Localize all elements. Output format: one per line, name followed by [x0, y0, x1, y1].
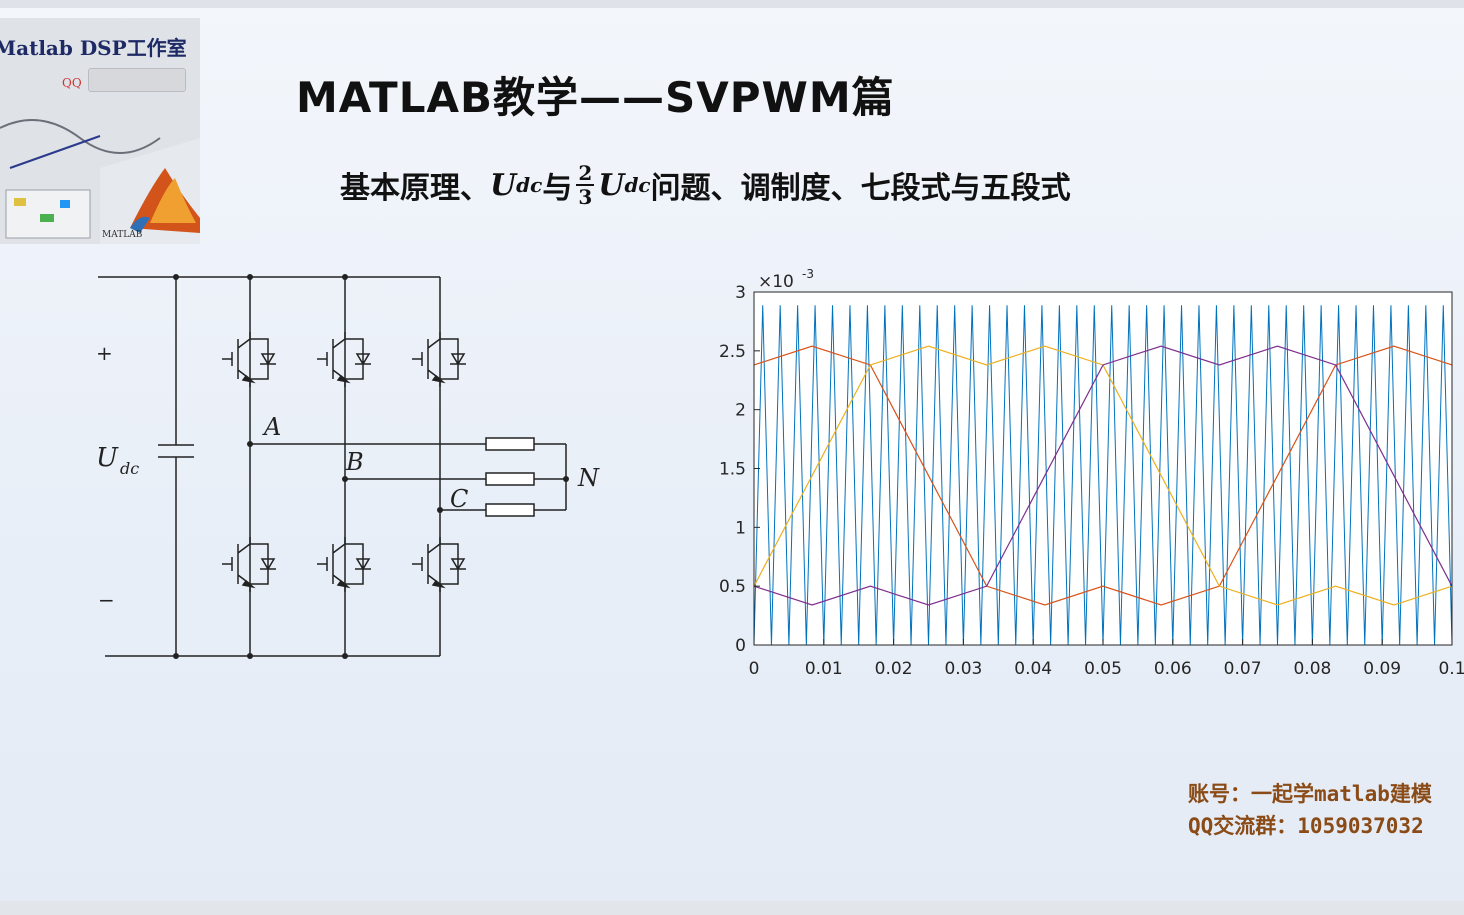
fraction-numerator: 2 [576, 161, 595, 186]
y-tick-label: 1.5 [719, 460, 746, 480]
qq-group-line: QQ交流群：1059037032 [1188, 814, 1424, 838]
x-tick-label: 0.02 [875, 659, 913, 679]
fraction-denominator: 3 [578, 185, 593, 209]
udc-sub: dc [120, 459, 139, 478]
x-tick-label: 0.01 [805, 659, 843, 679]
x-tick-label: 0.09 [1363, 659, 1401, 679]
logo: Matlab DSP工作室 QQ MATLAB [0, 18, 200, 244]
subtitle-sub2: dc [624, 173, 651, 197]
plus-sign: + [96, 341, 113, 365]
subtitle-u1: U [490, 167, 517, 203]
y-tick-label: 3 [735, 283, 746, 303]
y-tick-label: 0 [735, 636, 746, 656]
x-tick-label: 0.1 [1438, 659, 1464, 679]
x-tick-label: 0.03 [944, 659, 982, 679]
logo-qq-box [88, 68, 186, 92]
account-info: 账号：一起学matlab建模 QQ交流群：1059037032 [1188, 778, 1432, 842]
y-tick-label: 1 [735, 518, 746, 538]
x-tick-label: 0.08 [1293, 659, 1331, 679]
bottom-strip [0, 901, 1464, 915]
y-tick-label: 0.5 [719, 577, 746, 597]
logo-matlab-mark: MATLAB [102, 230, 143, 240]
node-b-label: B [345, 448, 364, 476]
top-strip [0, 0, 1464, 8]
x-tick-label: 0.05 [1084, 659, 1122, 679]
subtitle-part1: 基本原理、 [340, 171, 490, 206]
y-exponent-power: -3 [802, 267, 814, 281]
series-line-1 [753, 345, 1453, 606]
subtitle-part3: 问题、调制度、七段式与五段式 [650, 171, 1071, 206]
minus-sign: − [98, 588, 115, 612]
svpwm-chart: 0 0.01 0.02 0.03 0.04 0.05 0.06 0.07 0.08 0.09 0.1… [719, 267, 1464, 679]
x-tick-label: 0.04 [1014, 659, 1052, 679]
node-c-label: C [450, 485, 468, 513]
x-tick-label: 0.07 [1224, 659, 1262, 679]
udc-label: U [96, 443, 119, 473]
y-tick-label: 2 [735, 401, 746, 421]
logo-qq-label: QQ [62, 76, 82, 90]
inverter-circuit: + − U dc A B C N [96, 274, 600, 659]
y-tick-label: 2.5 [719, 342, 746, 362]
plot-area [754, 292, 1452, 645]
node-n-label: N [577, 464, 600, 492]
subtitle-sub1: dc [516, 173, 543, 197]
logo-text: Matlab DSP工作室 [0, 36, 187, 60]
node-a-label: A [262, 413, 281, 441]
subtitle-u2: U [598, 167, 625, 203]
tick-layer: 0 0.01 0.02 0.03 0.04 0.05 0.06 0.07 0.08 0.09 0.1… [719, 283, 1464, 679]
x-tick-label: 0.06 [1154, 659, 1192, 679]
logo-graphic [0, 119, 200, 244]
account-line: 账号：一起学matlab建模 [1188, 782, 1432, 806]
subtitle-part2: 与 [542, 171, 573, 206]
page-title: MATLAB教学——SVPWM篇 [296, 73, 895, 122]
subtitle-fraction: 2 3 [576, 161, 595, 209]
x-tick-label: 0 [749, 659, 760, 679]
series-line-3 [753, 345, 1453, 606]
series-layer [753, 305, 1453, 646]
y-exponent-label: ×10 [758, 272, 794, 292]
